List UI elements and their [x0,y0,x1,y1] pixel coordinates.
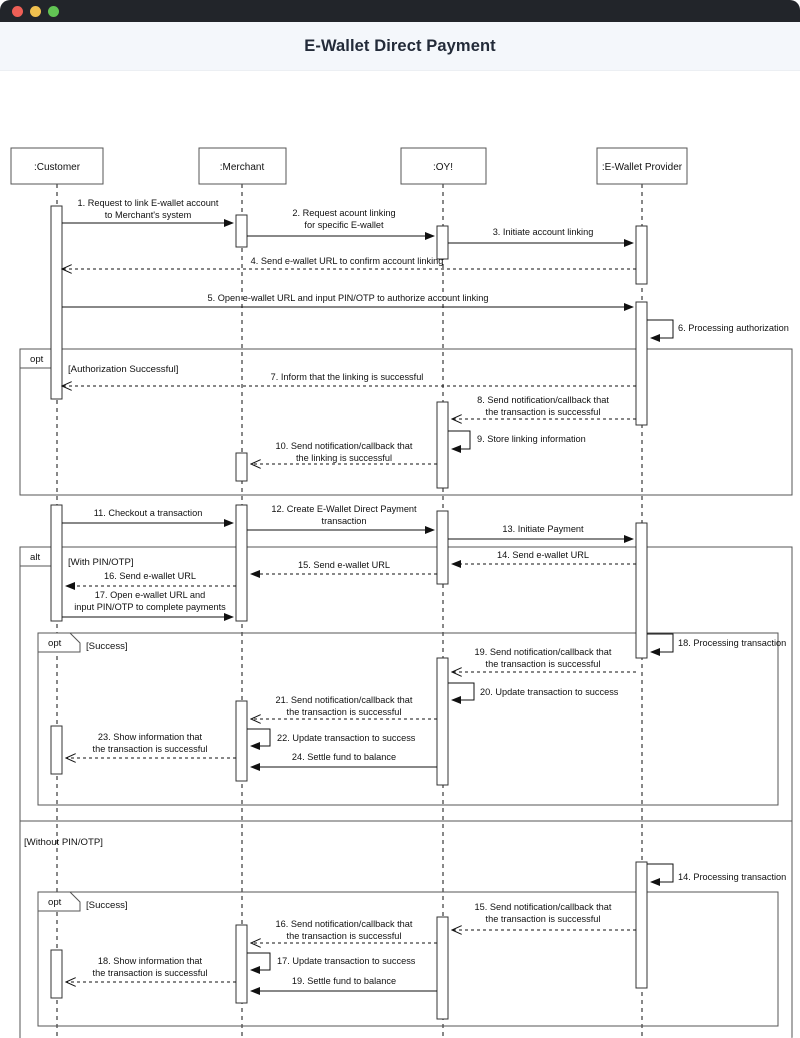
message-label-21b: the transaction is successful [287,707,402,717]
message-label-1b: to Merchant's system [105,210,192,220]
message-label-16: 16. Send e-wallet URL [104,571,196,581]
message-label-10b: the linking is successful [296,453,392,463]
participant-label-oy: :OY! [433,162,453,173]
message-label-4: 4. Send e-wallet URL to confirm account … [251,256,444,266]
message-label-23a: 23. Show information that [98,732,203,742]
fragment-guard-opt-auth: [Authorization Successful] [68,364,178,375]
participant-label-provider: :E-Wallet Provider [602,162,683,173]
participant-label-customer: :Customer [34,162,81,173]
message-label-b19: 19. Settle fund to balance [292,976,396,986]
message-label-10a: 10. Send notification/callback that [276,441,413,451]
message-label-17b: input PIN/OTP to complete payments [74,602,226,612]
message-label-b14: 14. Processing transaction [678,872,786,882]
page-title: E-Wallet Direct Payment [304,36,496,55]
maximize-button-icon[interactable] [48,5,59,17]
fragment-guard-opt-success-1: [Success] [86,641,128,652]
message-label-3: 3. Initiate account linking [493,227,594,237]
message-label-2a: 2. Request acount linking [292,208,395,218]
message-label-8b: the transaction is successful [486,407,601,417]
message-label-b18a: 18. Show information that [98,956,203,966]
fragment-operator-opt-success-1: opt [48,638,62,649]
message-label-b15b: the transaction is successful [486,914,601,924]
message-6-self [647,319,674,342]
message-label-9: 9. Store linking information [477,434,586,444]
minimize-button-icon[interactable] [30,5,41,17]
fragment-guard-alt-with: [With PIN/OTP] [68,557,134,568]
message-label-19b: the transaction is successful [486,659,601,669]
message-label-b16a: 16. Send notification/callback that [276,919,413,929]
message-label-14: 14. Send e-wallet URL [497,550,589,560]
message-label-2b: for specific E-wallet [304,220,384,230]
fragment-operator-opt-auth: opt [30,354,44,365]
message-label-6: 6. Processing authorization [678,323,789,333]
sequence-diagram-svg: :Customer :Merchant :OY! :E-Wallet Provi… [10,147,793,1038]
message-label-b17: 17. Update transaction to success [277,956,416,966]
message-label-17a: 17. Open e-wallet URL and [95,590,205,600]
message-label-18: 18. Processing transaction [678,638,786,648]
page-header: E-Wallet Direct Payment [0,22,800,71]
window-titlebar [0,0,800,22]
participant-label-merchant: :Merchant [220,162,265,173]
message-label-11: 11. Checkout a transaction [94,508,203,518]
message-18-self [647,633,674,656]
message-b17-self [247,952,271,974]
fragment-operator-alt: alt [30,552,40,563]
participant-provider[interactable] [596,147,688,185]
message-20-self [448,682,475,704]
message-label-21a: 21. Send notification/callback that [276,695,413,705]
message-label-24: 24. Settle fund to balance [292,752,396,762]
message-label-20: 20. Update transaction to success [480,687,619,697]
message-b14-self [647,863,674,886]
message-label-22: 22. Update transaction to success [277,733,416,743]
message-label-b18b: the transaction is successful [93,968,208,978]
participant-merchant[interactable] [198,147,287,185]
fragment-opt-success-2 [37,891,779,1027]
message-label-19a: 19. Send notification/callback that [475,647,612,657]
message-label-12b: transaction [322,516,367,526]
activation-bars [50,205,648,1020]
message-label-b16b: the transaction is successful [287,931,402,941]
participant-customer[interactable] [10,147,104,185]
message-22-self [247,728,271,750]
message-label-5: 5. Open e-wallet URL and input PIN/OTP t… [208,293,489,303]
fragment-operator-opt-success-2: opt [48,897,62,908]
fragment-guard-alt-without: [Without PIN/OTP] [24,837,103,848]
participant-oy[interactable] [400,147,487,185]
message-label-1a: 1. Request to link E-wallet account [78,198,219,208]
fragment-opt-success-1 [37,632,779,806]
sequence-diagram-canvas: :Customer :Merchant :OY! :E-Wallet Provi… [0,71,800,1038]
message-9-self [448,430,471,453]
message-label-15: 15. Send e-wallet URL [298,560,390,570]
message-label-7: 7. Inform that the linking is successful [271,372,424,382]
message-label-23b: the transaction is successful [93,744,208,754]
message-label-8a: 8. Send notification/callback that [477,395,609,405]
message-label-13: 13. Initiate Payment [502,524,584,534]
message-label-12a: 12. Create E-Wallet Direct Payment [271,504,417,514]
fragment-guard-opt-success-2: [Success] [86,900,128,911]
close-button-icon[interactable] [12,5,23,17]
message-label-b15a: 15. Send notification/callback that [475,902,612,912]
